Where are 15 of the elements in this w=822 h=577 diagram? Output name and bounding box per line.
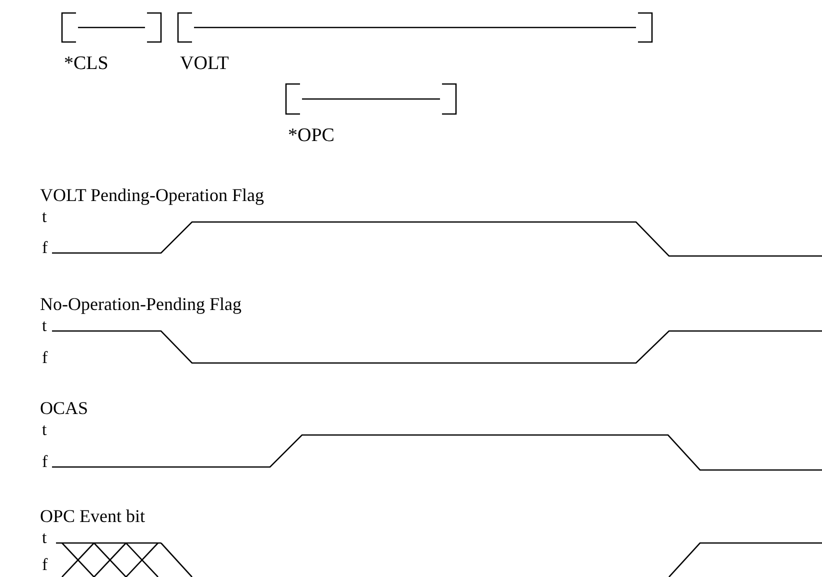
false-level-label: f xyxy=(42,453,48,470)
true-level-label: t xyxy=(42,529,47,546)
signal-name: OPC Event bit xyxy=(40,507,146,525)
command-label: *CLS xyxy=(64,54,108,73)
signal-name: VOLT Pending-Operation Flag xyxy=(40,186,264,204)
signal-name: OCAS xyxy=(40,399,88,417)
command-label: VOLT xyxy=(180,54,229,73)
true-level-label: t xyxy=(42,208,47,225)
false-level-label: f xyxy=(42,349,48,366)
command-label: *OPC xyxy=(288,126,334,145)
false-level-label: f xyxy=(42,239,48,256)
true-level-label: t xyxy=(42,317,47,334)
false-level-label: f xyxy=(42,556,48,573)
signal-name: No-Operation-Pending Flag xyxy=(40,295,242,313)
true-level-label: t xyxy=(42,421,47,438)
